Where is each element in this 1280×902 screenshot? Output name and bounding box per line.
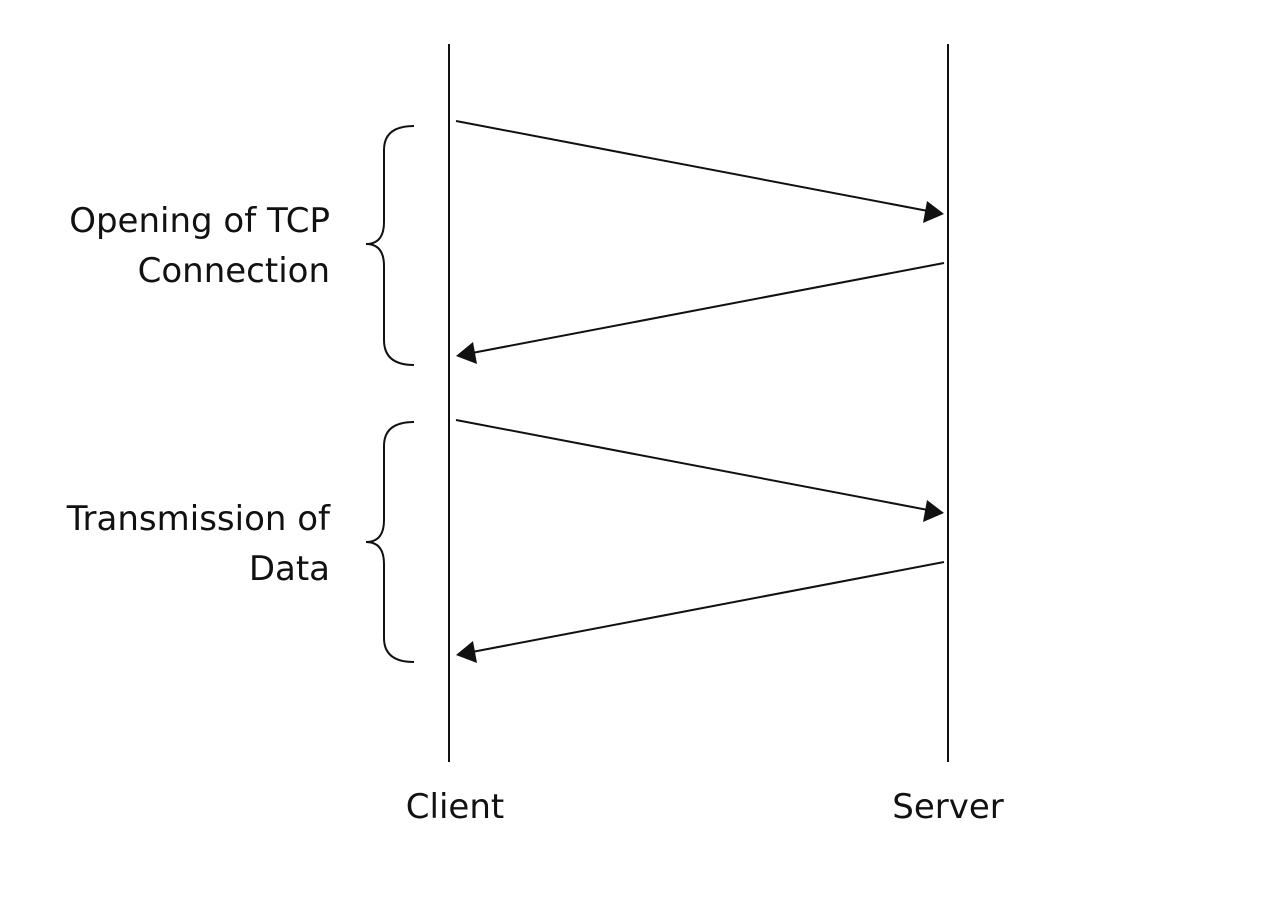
opening-phase-label-line1: Opening of TCP (69, 201, 330, 241)
message-arrow-4 (456, 561, 945, 663)
client-label: Client (405, 787, 505, 827)
transmission-phase-brace (365, 421, 415, 663)
message-arrow-2 (456, 262, 945, 364)
server-label: Server (892, 787, 1004, 827)
opening-phase-label: Opening of TCP Connection (69, 196, 330, 296)
message-arrow-3 (455, 419, 944, 522)
opening-phase-brace (365, 125, 415, 366)
transmission-phase-label-line2: Data (248, 549, 330, 589)
message-arrow-1 (455, 120, 944, 223)
transmission-phase-label-line1: Transmission of (66, 499, 330, 539)
opening-phase-label-line2: Connection (137, 251, 330, 291)
transmission-phase-label: Transmission of Data (67, 494, 330, 594)
